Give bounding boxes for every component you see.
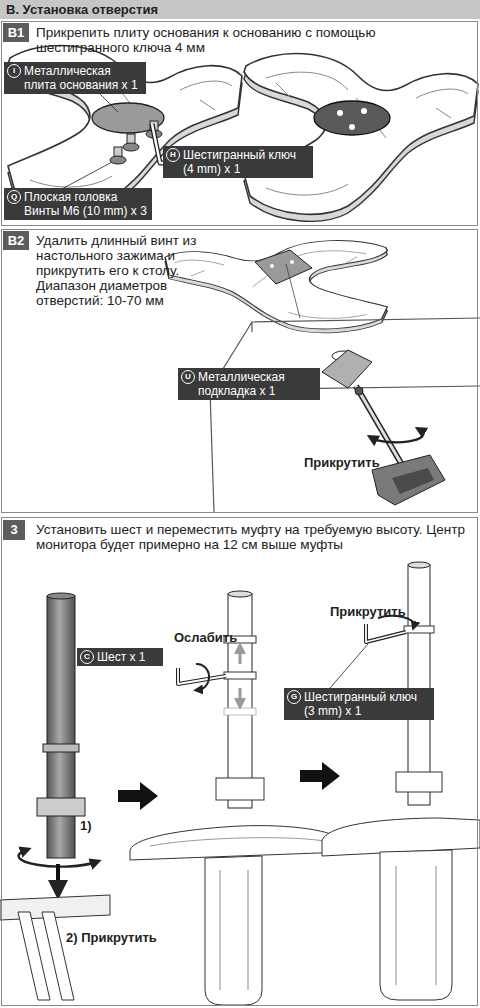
pole-collar <box>37 798 85 816</box>
part-letter: U <box>181 370 195 384</box>
pole-collar <box>224 708 256 715</box>
desk-clamp <box>380 850 452 1000</box>
clamp-rib <box>220 870 248 990</box>
pole-top <box>408 562 430 568</box>
pole-collar <box>43 744 79 752</box>
pole-collar <box>216 778 264 800</box>
step-number: B2 <box>3 231 29 250</box>
down-arrow <box>56 864 60 890</box>
step-badge: B1 <box>3 23 29 42</box>
part-letter: Q <box>7 190 21 204</box>
hex-key <box>366 624 406 642</box>
part-callout: CШест x 1 <box>77 648 163 666</box>
base-plate <box>255 250 312 284</box>
pole-top <box>47 593 75 599</box>
step-instruction: Удалить длинный винт из настольного зажи… <box>36 233 226 308</box>
t-handle <box>392 468 434 494</box>
part-name: Шестигранный ключ (4 mm) x 1 <box>183 148 309 176</box>
desk-edge <box>210 318 480 512</box>
pole <box>228 594 252 808</box>
part-callout: UМеталлическая подкладка x 1 <box>178 368 320 400</box>
screw-hole <box>337 110 343 116</box>
t-handle <box>372 455 445 505</box>
step-marker: 1) <box>80 818 92 833</box>
step-panel: Удалить длинный винт из настольного зажи… <box>1 229 478 513</box>
pole-top <box>228 591 252 597</box>
desk-clamp <box>205 856 262 1005</box>
base-plate <box>314 101 390 135</box>
monitor-base <box>165 241 387 333</box>
screw-head <box>123 143 139 151</box>
step-number: B1 <box>3 23 29 42</box>
step-panel: Прикрепить плиту основания к основанию с… <box>1 21 478 226</box>
action-label: 2) Прикрутить <box>66 930 157 945</box>
rotation-arrow <box>372 430 423 442</box>
screw-nut <box>355 387 363 395</box>
part-letter: C <box>80 650 94 664</box>
action-label: Прикрутить <box>330 604 406 619</box>
section-title: В. Установка отверстия <box>6 2 158 17</box>
pole <box>47 596 75 858</box>
pole-collar <box>396 772 442 792</box>
rotation-arrow <box>196 664 209 690</box>
base-slab <box>322 818 480 856</box>
leader-line <box>286 264 300 318</box>
step-arrow <box>118 782 158 810</box>
leader-line <box>100 94 118 112</box>
part-callout: HШестигранный ключ (4 mm) x 1 <box>163 146 313 178</box>
part-name: Металлическая плита основания x 1 <box>24 64 142 92</box>
part-letter: H <box>166 148 180 162</box>
metal-pad <box>322 350 372 388</box>
step-instruction: Установить шест и переместить муфту на т… <box>36 522 476 552</box>
part-name: Шестигранный ключ (3 mm) x 1 <box>304 690 430 718</box>
screw-hole <box>349 124 355 130</box>
base-slab <box>130 826 345 860</box>
pole-collar <box>404 626 434 633</box>
step-instruction: Прикрепить плиту основания к основанию с… <box>36 25 416 55</box>
base-rib <box>150 838 330 846</box>
step-badge: B2 <box>3 231 29 250</box>
action-label: Ослабить <box>174 630 237 645</box>
pole <box>408 565 430 805</box>
part-letter: G <box>287 690 301 704</box>
screw-hole <box>270 264 274 268</box>
monitor-base <box>244 54 478 222</box>
clamp-bolt <box>42 912 74 1000</box>
move-arrow <box>239 688 242 704</box>
screw-hole <box>361 108 367 114</box>
part-name: Плоская головка Винты M6 (10 mm) x 3 <box>24 190 148 218</box>
move-arrow <box>239 648 242 664</box>
step-badge: 3 <box>3 520 25 540</box>
screw-head <box>110 156 126 164</box>
clamp-rib <box>396 866 436 985</box>
hex-key <box>366 624 406 642</box>
part-callout: GШестигранный ключ (3 mm) x 1 <box>284 688 434 720</box>
leader-line <box>330 644 368 688</box>
part-callout: IМеталлическая плита основания x 1 <box>4 62 146 94</box>
hex-key <box>178 668 226 684</box>
action-label: Прикрутить <box>304 455 380 470</box>
part-name: Шест x 1 <box>97 650 159 664</box>
leader-line <box>60 162 112 190</box>
part-name: Металлическая подкладка x 1 <box>198 370 316 398</box>
part-letter: I <box>7 64 21 78</box>
part-callout: QПлоская головка Винты M6 (10 mm) x 3 <box>4 188 152 220</box>
step-number: 3 <box>3 520 25 540</box>
title-band: В. Установка отверстия <box>0 0 480 19</box>
hex-key <box>178 668 226 684</box>
step-arrow <box>300 762 340 790</box>
screw-hole <box>290 260 294 264</box>
pole-collar <box>224 672 256 679</box>
